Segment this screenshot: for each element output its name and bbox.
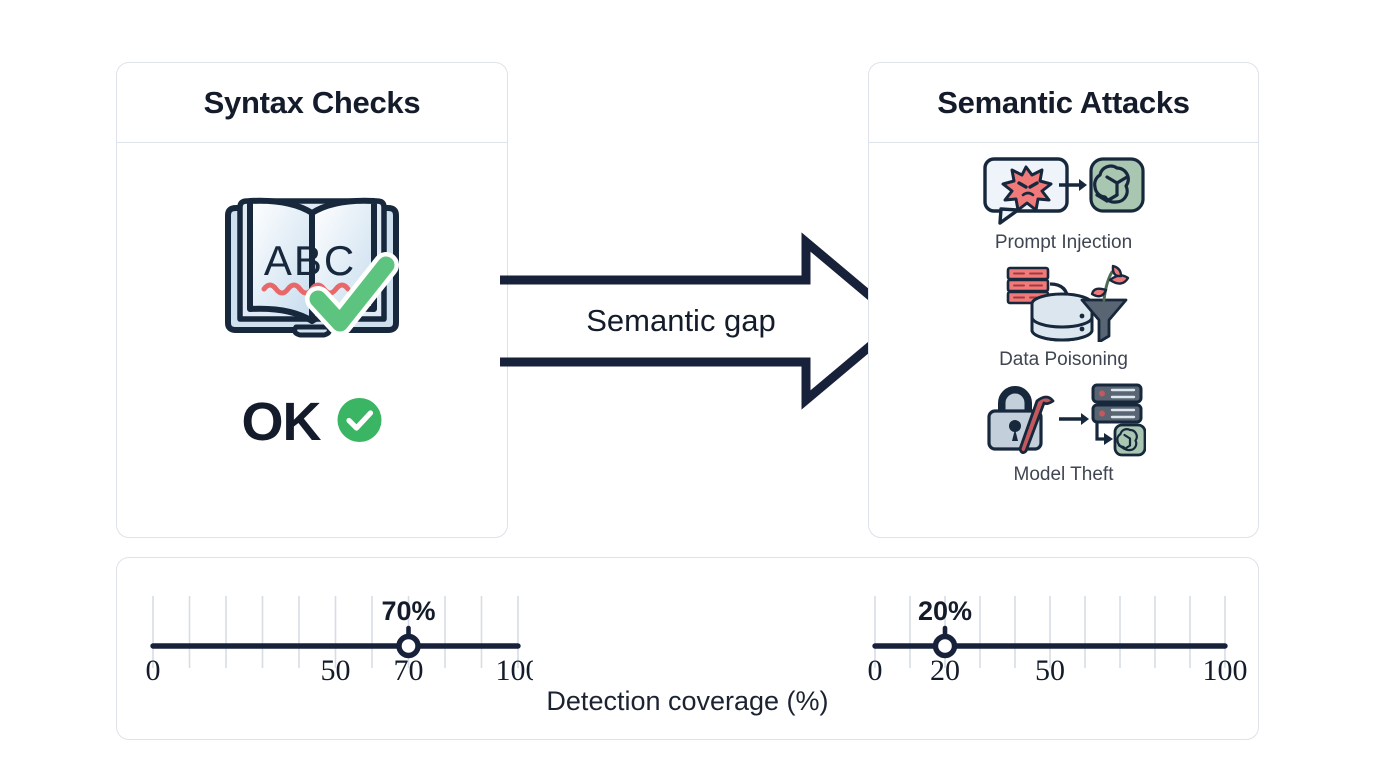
gauge-right-tick-20: 20 [930,654,960,686]
model-theft-icon [981,379,1147,462]
spellcheck-book-icon: ABC [212,177,412,357]
syntax-checks-title: Syntax Checks [203,84,421,120]
data-poisoning-icon [984,262,1144,347]
gauge-left-value-label: 70% [381,596,435,626]
gauge-left-tick-100: 100 [496,654,534,686]
gauge-left-tick-70: 70 [394,654,424,686]
semantic-attacks-title: Semantic Attacks [937,84,1190,120]
attack-item-model-theft: Model Theft [981,379,1147,486]
syntax-checks-body: ABC OK [117,143,507,537]
gauge-right-value-label: 20% [918,596,972,626]
gauge-left-tick-0: 0 [146,654,161,686]
gauge-right-tick-50: 50 [1035,654,1065,686]
syntax-status-row: OK [242,395,383,449]
attack-item-prompt-injection: Prompt Injection [981,155,1146,254]
detection-coverage-caption: Detection coverage (%) [546,686,829,716]
gauge-syntax-coverage: 70% 0 50 70 100 [146,596,534,686]
syntax-checks-card: Syntax Checks [116,62,508,538]
svg-text:ABC: ABC [264,237,356,284]
block-arrow-right-icon [500,232,907,410]
attack-list: Prompt Injection [869,155,1258,486]
attack-label-prompt-injection: Prompt Injection [994,232,1133,253]
semantic-attacks-header: Semantic Attacks [869,63,1258,143]
ok-label: OK [241,392,322,452]
green-check-badge-icon [337,397,383,448]
gauge-right-tick-0: 0 [868,654,883,686]
gauge-right-tick-100: 100 [1203,654,1248,686]
gauge-semantic-coverage: 20% 0 20 50 100 [868,596,1248,686]
semantic-attacks-card: Semantic Attacks [868,62,1259,538]
prompt-injection-icon [981,155,1146,230]
attack-label-data-poisoning: Data Poisoning [999,349,1128,370]
syntax-checks-header: Syntax Checks [117,63,507,143]
gauge-left-tick-50: 50 [321,654,351,686]
detection-coverage-panel: 70% 0 50 70 100 [116,557,1259,740]
attack-item-data-poisoning: Data Poisoning [984,262,1144,371]
semantic-attacks-body: Prompt Injection [869,143,1258,537]
attack-label-model-theft: Model Theft [1013,464,1114,485]
